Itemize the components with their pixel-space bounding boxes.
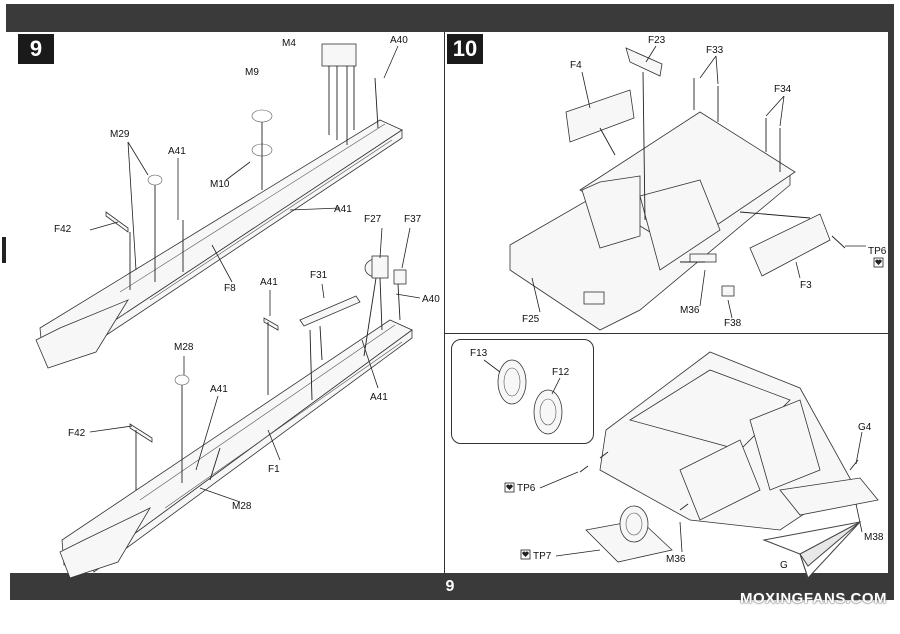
label-A41-a: A41 [168, 146, 186, 157]
label-F42-a: F42 [54, 224, 72, 235]
label-M28-a: M28 [174, 342, 194, 353]
label-A40-top: A40 [390, 35, 408, 46]
label-A41-c: A41 [260, 277, 278, 288]
heart-box-icon [520, 549, 531, 560]
label-G4: G4 [858, 422, 872, 433]
paper-plane-logo-icon [762, 521, 862, 579]
label-M36-b: M36 [666, 554, 686, 565]
label-F37: F37 [404, 214, 422, 225]
label-F27: F27 [364, 214, 382, 225]
label-A41-d: A41 [210, 384, 228, 395]
wheel-inset-art [483, 359, 563, 435]
label-F31: F31 [310, 270, 328, 281]
watermark: MOXINGFANS.COM [740, 590, 888, 607]
header-band [6, 4, 894, 32]
panel-divider-horizontal [444, 333, 890, 334]
step11-leader-lines [539, 431, 863, 557]
label-F25: F25 [522, 314, 540, 325]
label-F33: F33 [706, 45, 724, 56]
label-TP7: TP7 [533, 551, 552, 562]
footer-band [10, 573, 890, 600]
heart-box-icon [504, 482, 515, 493]
label-F1: F1 [268, 464, 280, 475]
chassis-rail-lower [59, 255, 413, 579]
label-M9: M9 [245, 67, 259, 78]
label-A40-mid: A40 [422, 294, 440, 305]
label-F12: F12 [552, 367, 570, 378]
step10-leader-lines [531, 45, 866, 319]
label-A41-b: A41 [334, 204, 352, 215]
label-TP6-a: TP6 [868, 246, 887, 257]
label-M29: M29 [110, 129, 130, 140]
body-tub-step10 [509, 47, 846, 331]
binding-mark [2, 237, 6, 263]
label-F13: F13 [470, 348, 488, 359]
label-F34: F34 [774, 84, 792, 95]
label-M28-b: M28 [232, 501, 252, 512]
body-assembly-step11 [579, 351, 879, 563]
label-F3: F3 [800, 280, 812, 291]
label-M36-a: M36 [680, 305, 700, 316]
label-TP6-b: TP6 [517, 483, 536, 494]
label-M38: M38 [864, 532, 884, 543]
right-edge-band [888, 4, 894, 600]
label-M10: M10 [210, 179, 230, 190]
heart-box-icon [873, 257, 884, 268]
label-F4: F4 [570, 60, 582, 71]
label-A41-e: A41 [370, 392, 388, 403]
label-M4: M4 [282, 38, 296, 49]
label-F38: F38 [724, 318, 742, 329]
page-number: 9 [445, 578, 455, 595]
step-badge-10: 10 [447, 34, 483, 64]
label-F8: F8 [224, 283, 236, 294]
panel-divider-vertical [444, 32, 445, 573]
label-G-partial: G [780, 560, 788, 571]
step9-leader-lines [89, 45, 421, 503]
step-badge-9: 9 [18, 34, 54, 64]
label-F23: F23 [648, 35, 666, 46]
label-F42-b: F42 [68, 428, 86, 439]
